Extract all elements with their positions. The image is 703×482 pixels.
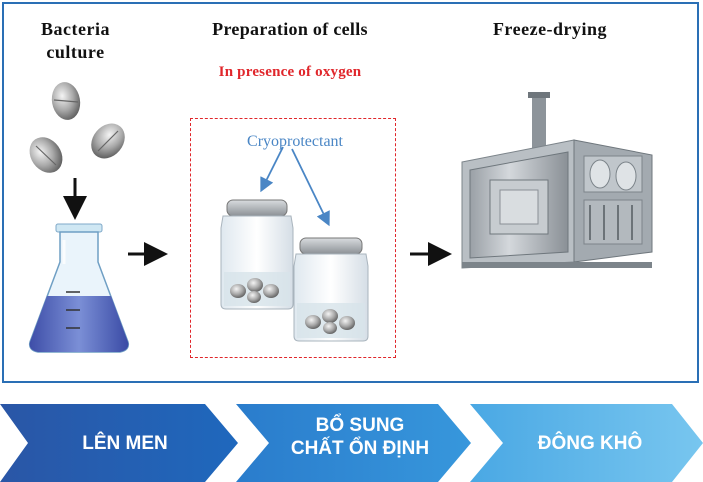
step2-line2: CHẤT ỔN ĐỊNH: [290, 438, 430, 459]
preparation-title: Preparation of cells: [212, 19, 368, 39]
bacteria-culture-title: Bacteria culture: [18, 18, 133, 64]
bacteria-cell-icon: [51, 82, 81, 120]
diagram-artwork: [28, 82, 653, 353]
chevron-step-3: [470, 404, 703, 482]
step-label-stabilizer: BỔ SUNG CHẤT ỔN ĐỊNH: [265, 414, 455, 460]
oxygen-note: In presence of oxygen: [218, 64, 362, 80]
process-banner: [0, 404, 703, 482]
chevron-step-1: [0, 404, 238, 482]
step2-line1: BỔ SUNG: [315, 415, 405, 436]
cryo-arrow-icon: [291, 148, 330, 227]
step-label-fermentation: LÊN MEN: [82, 433, 168, 454]
vial-icon: [220, 199, 294, 310]
freeze-drying-title: Freeze-drying: [492, 19, 608, 39]
preparation-dashed-box: [190, 118, 396, 358]
vial-icon: [293, 237, 369, 342]
step-label-freeze-drying: ĐÔNG KHÔ: [537, 433, 643, 454]
chevron-step-2: [236, 404, 471, 482]
bacteria-cell-icon: [29, 137, 63, 173]
cryoprotectant-label: Cryoprotectant: [247, 133, 343, 150]
bacteria-title-line2: culture: [46, 42, 105, 62]
flask-icon: [28, 223, 130, 353]
bacteria-title-line1: Bacteria: [41, 19, 110, 39]
cryo-arrow-icon: [260, 146, 284, 193]
bacteria-cell-icon: [91, 123, 125, 159]
freeze-dryer-icon: [461, 92, 653, 269]
